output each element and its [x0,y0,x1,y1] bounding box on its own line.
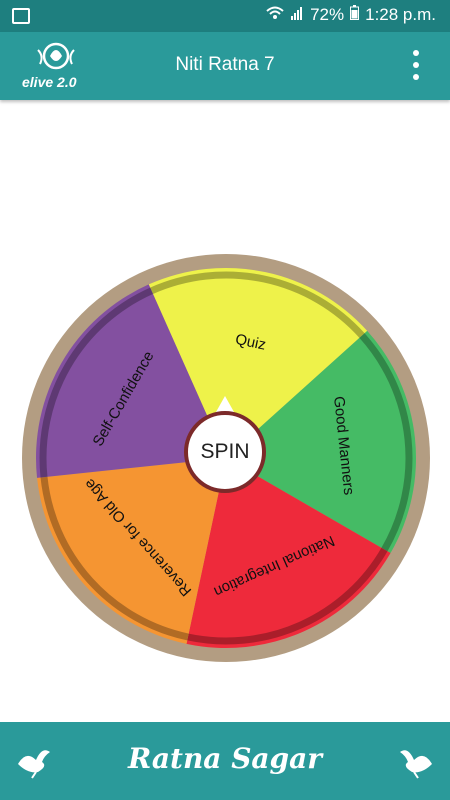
wheel-segment-edge [150,271,365,338]
wheel-segment-edge [39,287,153,478]
more-dot-icon [413,50,419,56]
clock-time: 1:28 p.m. [365,5,436,24]
wheel-pointer [216,396,234,412]
logo-text: elive 2.0 [22,74,77,90]
more-dot-icon [413,74,419,80]
footer-bar: Ratna Sagar [0,722,450,800]
wheel-segment [226,330,416,553]
wheel-segment [37,458,227,644]
status-indicators: 72% 1:28 p.m. [266,5,436,25]
wheel-segment-edge [40,476,189,641]
wheel-segment-edge [359,333,413,552]
wheel-segment [36,284,226,478]
dove-icon [14,742,54,782]
wifi-icon [266,5,284,25]
more-dot-icon [413,62,419,68]
spin-button[interactable]: SPIN [184,411,266,493]
battery-icon [350,5,360,25]
status-bar: 72% 1:28 p.m. [0,0,450,32]
overflow-menu-button[interactable] [412,50,420,80]
signal-icon [290,5,304,25]
image-icon [12,8,30,24]
battery-percent: 72% [310,5,345,24]
wheel-segment-label: Quiz [234,331,268,354]
page-title: Niti Ratna 7 [175,54,275,75]
wheel-segment-edge [187,547,388,645]
app-bar: elive 2.0 Niti Ratna 7 [0,32,450,100]
brand-name: Ratna Sagar [127,742,323,775]
wheel-segment [148,268,368,458]
dove-icon [396,742,436,782]
wheel-segment [186,458,391,648]
app-logo: elive 2.0 [20,38,110,94]
